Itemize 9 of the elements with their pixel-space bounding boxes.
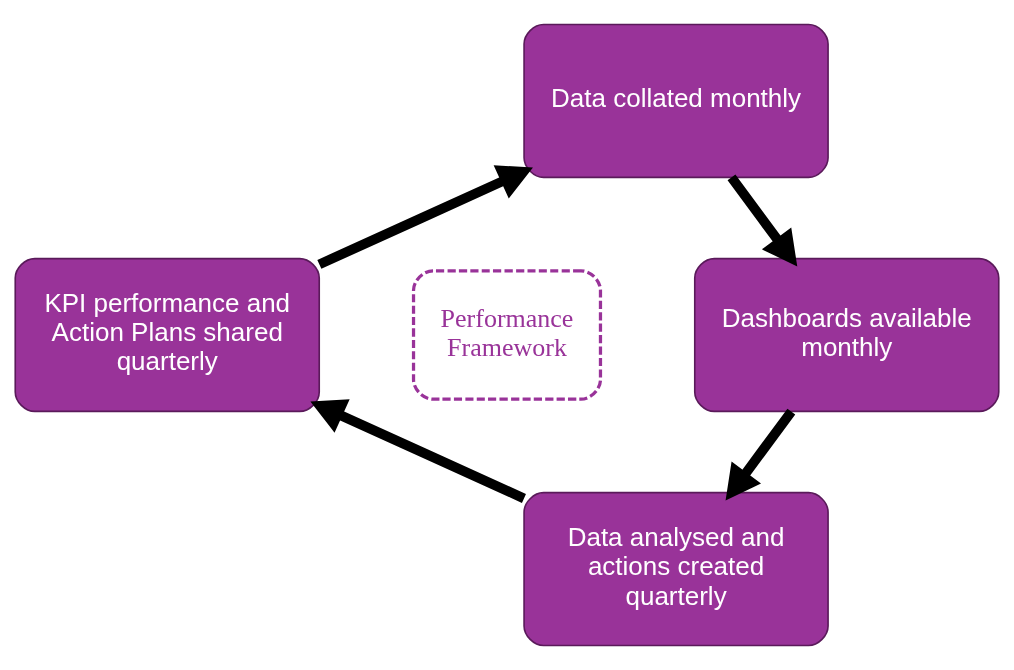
node-box: Data collated monthly (523, 23, 829, 179)
node-box: Performance Framework (411, 269, 603, 401)
arrow (310, 399, 526, 503)
node-box: Data analysed and actions created quarterly (523, 491, 829, 647)
arrow (727, 174, 798, 267)
arrow (725, 408, 796, 501)
node-box: KPI performance and Action Plans shared quarterly (14, 257, 321, 413)
node-box: Dashboards available monthly (693, 257, 1000, 413)
arrow (317, 165, 533, 269)
